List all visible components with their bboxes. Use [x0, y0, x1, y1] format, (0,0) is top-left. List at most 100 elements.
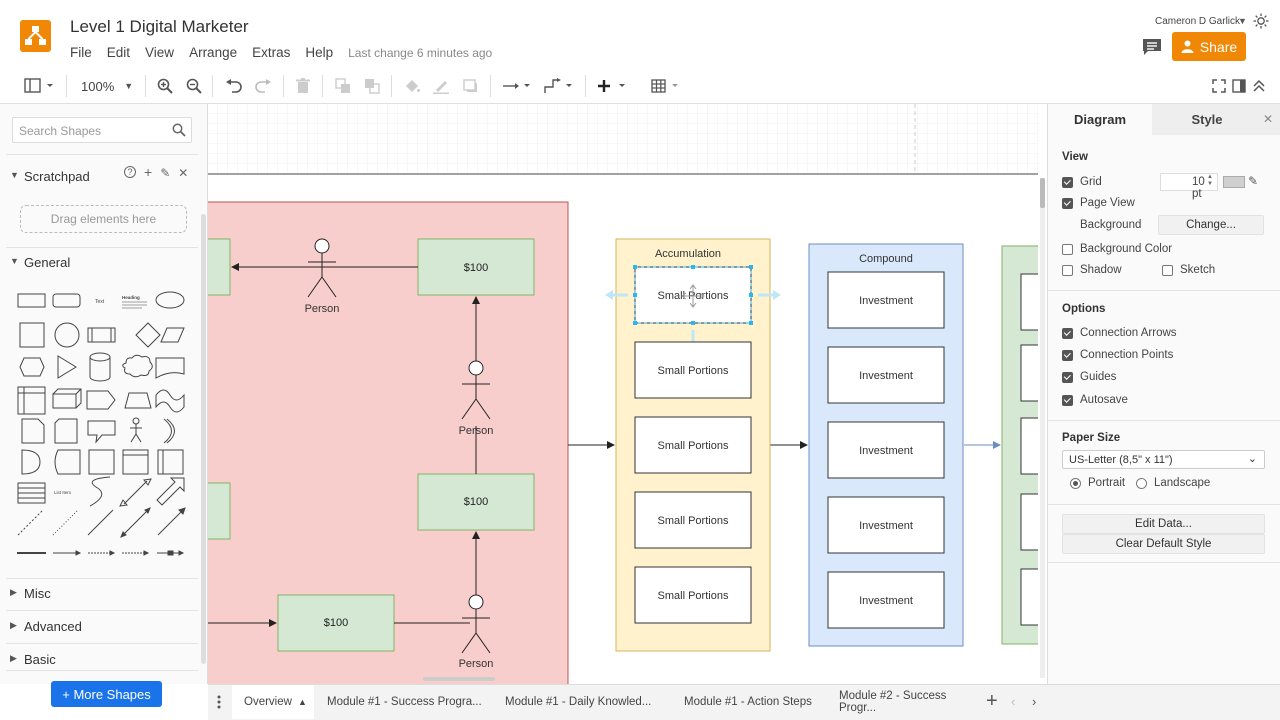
change-background-button[interactable]: Change... — [1158, 215, 1264, 235]
canvas-vertical-scrollbar[interactable] — [1040, 178, 1045, 678]
checkbox-unchecked[interactable] — [1062, 243, 1073, 255]
share-button[interactable]: Share — [1172, 32, 1246, 61]
page-view-checkbox[interactable]: Page View — [1062, 197, 1135, 209]
menu-view[interactable]: View — [145, 45, 175, 60]
undo-icon[interactable] — [225, 76, 242, 96]
menu-arrange[interactable]: Arrange — [189, 45, 238, 60]
to-back-icon[interactable] — [364, 76, 380, 96]
drawio-logo-icon[interactable] — [20, 20, 51, 52]
page-tab[interactable]: Module #2 - Success Progr... — [839, 690, 947, 714]
pencil-icon[interactable]: ✎ — [1248, 174, 1259, 188]
fullscreen-icon[interactable] — [1212, 76, 1226, 96]
page-tab-overview[interactable]: Overview ▲ — [232, 685, 314, 719]
format-panel-toggle-icon[interactable] — [1232, 76, 1246, 96]
paper-size-select[interactable]: US-Letter (8,5" x 11") ⌄ — [1062, 450, 1265, 469]
document-title[interactable]: Level 1 Digital Marketer — [70, 17, 249, 36]
radio-unselected-icon[interactable] — [1136, 477, 1147, 489]
horizontal-scrollbar[interactable] — [423, 677, 495, 681]
search-input[interactable]: Search Shapes — [12, 117, 192, 143]
tab-style[interactable]: Style — [1152, 104, 1262, 135]
radio-selected-icon[interactable] — [1070, 477, 1081, 489]
collapse-icon[interactable] — [1252, 76, 1266, 96]
zoom-in-icon[interactable] — [157, 76, 173, 96]
stepper-icon[interactable]: ▲▼ — [1207, 174, 1213, 187]
tab-diagram[interactable]: Diagram — [1048, 104, 1152, 135]
view-panels-button[interactable] — [24, 76, 54, 96]
checkbox-checked[interactable] — [1062, 197, 1073, 209]
shadow-icon[interactable] — [463, 76, 479, 96]
close-icon[interactable]: ✕ — [1263, 112, 1274, 126]
small-portions-box[interactable]: Small Portions — [634, 341, 752, 399]
connection-points-checkbox[interactable]: Connection Points — [1062, 349, 1173, 361]
checkbox-checked[interactable] — [1062, 327, 1073, 339]
section-advanced[interactable]: ▶ Advanced — [10, 619, 82, 634]
more-shapes-button[interactable]: + More Shapes — [51, 681, 162, 707]
diagram-canvas[interactable]: $100 $100 $100 Person Person Person — [208, 104, 1046, 684]
money-box-top[interactable]: $100 — [417, 238, 535, 296]
guides-checkbox[interactable]: Guides — [1062, 371, 1116, 383]
investment-box[interactable]: Investment — [827, 496, 945, 554]
close-icon[interactable]: ✕ — [178, 166, 189, 180]
help-icon[interactable]: ? — [124, 166, 136, 178]
zoom-dropdown[interactable]: 100% ▼ — [81, 78, 134, 94]
person-actor[interactable] — [461, 594, 491, 654]
small-portions-box[interactable]: Small Portions — [634, 566, 752, 624]
background-color-checkbox[interactable]: Background Color — [1062, 243, 1172, 255]
section-basic[interactable]: ▶ Basic — [10, 652, 56, 667]
edit-icon[interactable]: ✎ — [160, 166, 171, 180]
menu-file[interactable]: File — [70, 45, 92, 60]
page-tab[interactable]: Module #1 - Success Progra... — [327, 696, 482, 708]
chevron-left-icon[interactable]: ‹ — [1011, 694, 1016, 709]
small-portions-box[interactable]: Small Portions — [634, 416, 752, 474]
investment-box[interactable]: Investment — [827, 421, 945, 479]
delete-icon[interactable] — [296, 76, 310, 96]
checkbox-checked[interactable] — [1062, 371, 1073, 383]
page-tab[interactable]: Module #1 - Daily Knowled... — [505, 696, 652, 708]
investment-box[interactable]: Investment — [827, 571, 945, 629]
grid-size-input[interactable]: 10 pt — [1160, 173, 1218, 200]
user-name[interactable]: Cameron D Garlick — [1155, 16, 1241, 27]
checkbox-checked[interactable] — [1062, 176, 1073, 188]
sidebar-scrollbar[interactable] — [201, 214, 206, 664]
connection-style-icon[interactable] — [503, 76, 533, 96]
table-icon[interactable] — [651, 76, 683, 96]
grid-checkbox[interactable]: Grid — [1062, 176, 1102, 188]
connection-arrows-checkbox[interactable]: Connection Arrows — [1062, 327, 1177, 339]
page-menu-icon[interactable] — [217, 695, 221, 714]
menu-help[interactable]: Help — [305, 45, 334, 60]
clear-default-style-button[interactable]: Clear Default Style — [1062, 534, 1265, 554]
page-tab[interactable]: Module #1 - Action Steps — [684, 696, 812, 708]
to-front-icon[interactable] — [335, 76, 351, 96]
investment-box[interactable]: Investment — [827, 346, 945, 404]
scratchpad-header[interactable]: ▼ Scratchpad ? + ✎ ✕ — [10, 164, 189, 184]
selection-handles[interactable] — [605, 265, 781, 352]
investment-box[interactable]: Investment — [827, 271, 945, 329]
checkbox-unchecked[interactable] — [1162, 264, 1173, 276]
landscape-radio[interactable]: Landscape — [1136, 477, 1210, 489]
section-general[interactable]: ▼ General — [10, 255, 71, 270]
waypoint-style-icon[interactable] — [544, 76, 576, 96]
money-box-partial[interactable] — [208, 482, 231, 540]
money-box-middle[interactable]: $100 — [417, 473, 535, 531]
person-actor[interactable] — [307, 238, 337, 298]
money-box-bottom[interactable]: $100 — [277, 594, 395, 652]
comment-icon[interactable] — [1142, 38, 1162, 56]
autosave-checkbox[interactable]: Autosave — [1062, 394, 1128, 406]
scratchpad-dropzone[interactable]: Drag elements here — [20, 205, 187, 233]
money-box-partial[interactable] — [208, 238, 231, 296]
shadow-checkbox[interactable]: Shadow — [1062, 264, 1122, 276]
add-page-icon[interactable]: + — [986, 690, 998, 712]
chevron-down-icon[interactable]: ▼ — [1238, 16, 1247, 26]
menu-extras[interactable]: Extras — [252, 45, 291, 60]
section-misc[interactable]: ▶ Misc — [10, 586, 51, 601]
general-shapes-palette[interactable]: Text Heading — [14, 287, 194, 557]
search-icon[interactable] — [172, 123, 186, 137]
theme-sun-icon[interactable] — [1253, 13, 1269, 29]
sketch-checkbox[interactable]: Sketch — [1162, 264, 1215, 276]
small-portions-box[interactable]: Small Portions — [634, 491, 752, 549]
canvas-scroll-thumb[interactable] — [1040, 178, 1045, 208]
checkbox-unchecked[interactable] — [1062, 264, 1073, 276]
insert-plus-icon[interactable] — [597, 76, 631, 96]
fill-color-icon[interactable] — [404, 76, 420, 96]
menu-edit[interactable]: Edit — [106, 45, 131, 60]
